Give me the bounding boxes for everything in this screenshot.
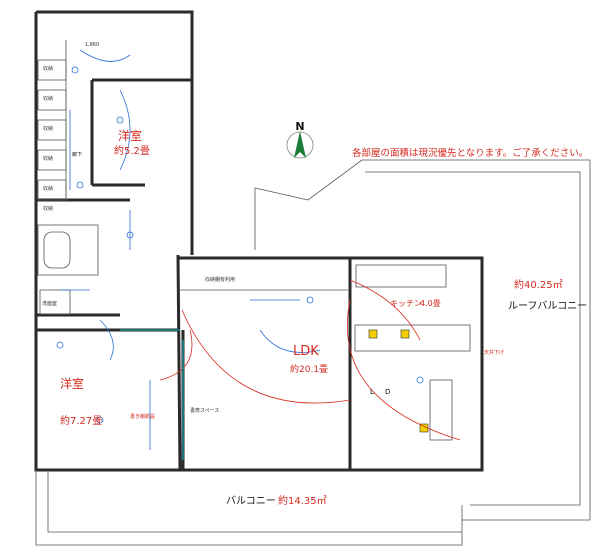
study-red-note: 書き棚新設 xyxy=(130,413,155,420)
kitchen-counter xyxy=(354,264,471,441)
western-room-1-name: 洋室 xyxy=(118,128,142,143)
balcony-area: 約14.35㎡ xyxy=(278,494,327,507)
closet-label: 収納 xyxy=(43,185,53,192)
kitchen-red-note: 天井下げ xyxy=(484,349,504,356)
ldk-name: LDK xyxy=(293,344,319,359)
western-room-1-area: 約5.2畳 xyxy=(114,144,150,157)
dining-label: D xyxy=(385,388,390,396)
outer-walls xyxy=(34,10,484,472)
closet-column xyxy=(37,40,67,201)
closet-label: 収納 xyxy=(43,125,53,132)
washroom-label: 洗面室 xyxy=(42,300,57,307)
living-label: L xyxy=(370,388,374,396)
north-label: N xyxy=(295,120,304,133)
closet-label: 収納 xyxy=(43,95,53,102)
ldk-area: 約20.1畳 xyxy=(290,363,328,375)
dimension-top: 1,860 xyxy=(85,42,99,48)
side-storage-label: 収納棚有利用 xyxy=(205,276,235,283)
kitchen-name: キッチン xyxy=(390,299,422,308)
balcony-label: バルコニー xyxy=(226,495,276,507)
roof-balcony-area xyxy=(254,159,591,521)
wiring-lines xyxy=(56,49,424,450)
closet-label: 収納 xyxy=(43,155,53,162)
kitchen-area: 4.0畳 xyxy=(420,299,441,308)
balcony-outline xyxy=(35,470,463,546)
western-room-2-area: 約7.27畳 xyxy=(60,414,102,427)
closet-label: 収納 xyxy=(43,65,53,72)
western-room-2-name: 洋室 xyxy=(60,376,84,391)
red-annotations xyxy=(159,279,461,441)
closet-labels: 収納 収納 収納 収納 収納 収納 xyxy=(43,65,53,212)
area-notice: 各部屋の面積は現況優先となります。ご了承ください。 xyxy=(352,147,588,159)
north-arrow: N xyxy=(286,120,314,159)
closet-label: 収納 xyxy=(43,205,53,212)
hallway-label: 廊下 xyxy=(72,151,82,158)
bathroom xyxy=(37,224,99,315)
partitions xyxy=(120,329,184,460)
roof-balcony-area: 約40.25㎡ xyxy=(514,278,563,291)
roof-balcony-label: ルーフバルコニー xyxy=(508,300,587,312)
study-space-label: 書斎スペース xyxy=(190,407,219,414)
